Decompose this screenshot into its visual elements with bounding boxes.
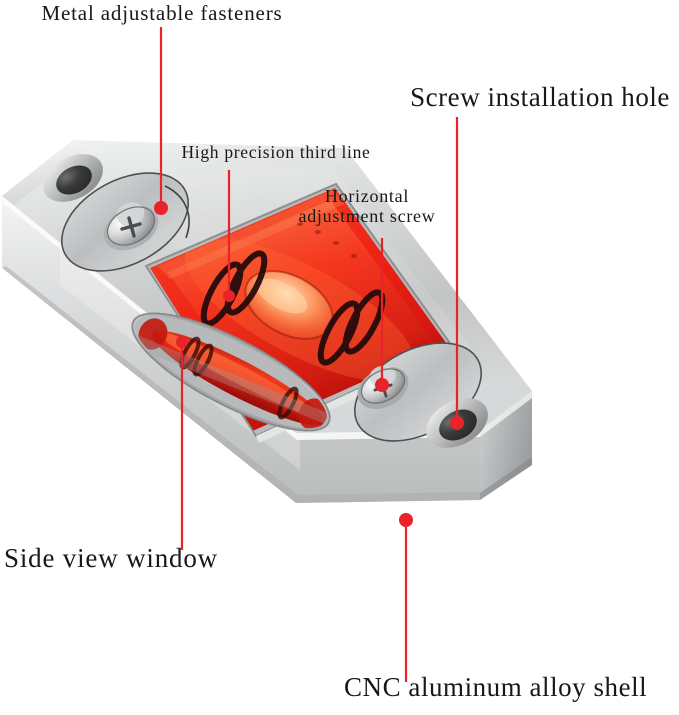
right-end-face	[480, 391, 532, 500]
phillips-slot-left	[120, 216, 142, 238]
callout-label-high-precision-third-line: High precision third line	[181, 142, 371, 162]
callout-label-horizontal-adjustment-screw: Horizontal adjustment screw	[298, 186, 436, 227]
left-end-fittings	[43, 154, 190, 272]
callout-label-metal-adjustable-fasteners: Metal adjustable fasteners	[41, 1, 283, 25]
callout-label-screw-installation-hole: Screw installation hole	[410, 82, 670, 112]
callout-label-side-view-window: Side view window	[4, 543, 218, 573]
screw-installation-hole-left	[43, 154, 103, 202]
phillips-screw-left	[103, 202, 159, 251]
graduation-rings	[200, 250, 386, 366]
callout-label-cnc-aluminum-alloy-shell: CNC aluminum alloy shell	[344, 672, 648, 702]
side-view-window-vial	[138, 318, 328, 430]
vial-speckles	[297, 222, 357, 258]
level-bubble	[244, 270, 334, 340]
